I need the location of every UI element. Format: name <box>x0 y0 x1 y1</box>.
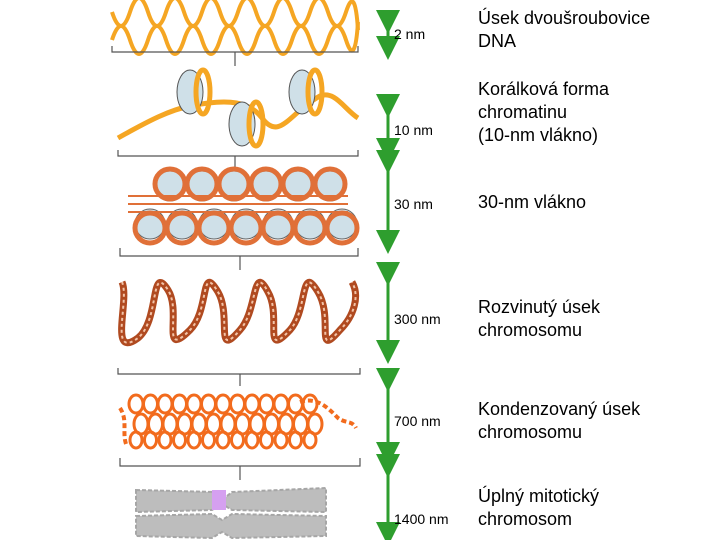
extended-loops <box>117 278 361 386</box>
condensed-loop <box>127 393 145 415</box>
scale-label-700nm: 700 nm <box>394 413 441 429</box>
condensed-loop <box>200 393 217 415</box>
condensed-loop <box>273 430 289 450</box>
beads-on-string <box>116 67 360 170</box>
condensed-loop <box>185 393 203 415</box>
condensed-loop <box>230 430 245 450</box>
dna-helix <box>110 0 360 66</box>
desc-line: Rozvinutý úsek <box>478 297 601 317</box>
desc-line: Úsek dvoušroubovice <box>478 8 651 28</box>
nucleosome-3 <box>288 67 325 117</box>
solenoid-fiber <box>128 166 360 246</box>
condensed-loop <box>301 393 319 415</box>
condensed-loop <box>244 430 260 450</box>
condensed-loop <box>243 393 261 415</box>
desc-line: Kondenzovaný úsek <box>478 399 641 419</box>
condensed-loop <box>214 393 232 415</box>
condensed-loop <box>288 430 303 450</box>
condensed-tail <box>118 406 128 445</box>
desc-line: (10-nm vlákno) <box>478 125 599 145</box>
condensed-loop <box>201 430 216 450</box>
desc-beads-on-string: Korálková forma chromatinu (10-nm vlákno… <box>478 78 609 147</box>
bracket-30nm <box>119 248 359 270</box>
condensed-loop <box>302 430 318 450</box>
centromere <box>212 490 226 510</box>
condensed-loop <box>128 430 144 450</box>
desc-line: chromosomu <box>478 320 583 340</box>
bracket-700nm <box>119 458 361 480</box>
desc-30nm-fiber: 30-nm vlákno <box>478 191 586 214</box>
condensed-loop <box>143 430 158 450</box>
condensed-loop <box>142 393 159 415</box>
condensed-loop <box>171 393 188 415</box>
condensed-loop <box>186 430 202 450</box>
condensed-loop <box>215 430 231 450</box>
desc-line: chromatinu <box>478 102 568 122</box>
desc-condensed-section: Kondenzovaný úsek chromosomu <box>478 398 640 444</box>
condensed-loop <box>156 393 174 415</box>
dna-coil <box>312 166 348 202</box>
condensed-loop <box>259 430 274 450</box>
desc-line: chromosom <box>478 509 573 529</box>
scale-label-300nm: 300 nm <box>394 311 441 327</box>
desc-line: Úplný mitotický <box>478 486 600 506</box>
condensed-loop <box>272 393 290 415</box>
desc-line: DNA <box>478 31 517 51</box>
desc-line: Korálková forma <box>478 79 610 99</box>
condensed-loop <box>287 393 304 415</box>
scale-label-2nm: 2 nm <box>394 26 426 42</box>
desc-mitotic-chromosome: Úplný mitotický chromosom <box>478 485 599 531</box>
scale-label-10nm: 10 nm <box>394 122 433 138</box>
desc-line: chromosomu <box>478 422 583 442</box>
condensed-tail <box>299 398 358 430</box>
nucleosome-2 <box>228 99 266 149</box>
mitotic-chromosome <box>135 486 327 540</box>
nucleosome-1 <box>176 67 213 117</box>
condensed-loop <box>258 393 275 415</box>
scale-label-30nm: 30 nm <box>394 196 433 212</box>
condensed-section <box>118 393 358 450</box>
desc-line: 30-nm vlákno <box>478 192 587 212</box>
desc-extended-section: Rozvinutý úsek chromosomu <box>478 296 600 342</box>
condensed-loop <box>172 430 187 450</box>
scale-label-1400nm: 1400 nm <box>394 511 449 527</box>
condensed-loop <box>229 393 246 415</box>
condensed-loop <box>157 430 173 450</box>
desc-dna-helix: Úsek dvoušroubovice DNA <box>478 7 650 53</box>
